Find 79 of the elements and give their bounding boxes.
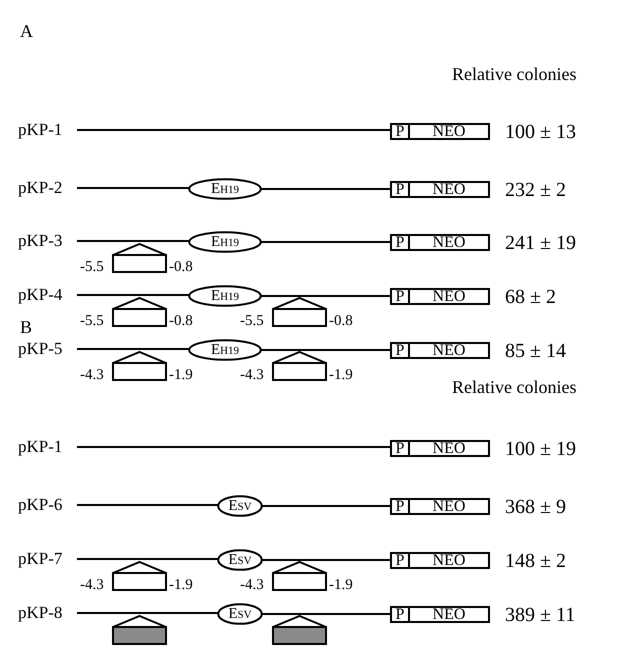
column-heading: Relative colonies	[452, 63, 576, 85]
dna-line	[261, 349, 390, 351]
construct-name: pKP-6	[18, 495, 74, 515]
neo-gene-box: NEO	[408, 234, 490, 251]
value-text: 100 ± 13	[505, 120, 576, 144]
insertion-box	[112, 243, 167, 273]
promoter-box: P	[390, 342, 410, 359]
dna-line	[262, 505, 390, 507]
insertion-box	[272, 615, 327, 645]
promoter-box: P	[390, 181, 410, 198]
promoter-box: P	[390, 234, 410, 251]
construct-name: pKP-5	[18, 339, 74, 359]
construct-name: pKP-7	[18, 549, 74, 569]
dna-line	[77, 504, 218, 506]
construct-name: pKP-1	[18, 437, 74, 457]
neo-gene-box: NEO	[408, 288, 490, 305]
value-text: 368 ± 9	[505, 495, 566, 519]
coordinate-label: -5.5	[80, 259, 104, 275]
dna-line	[77, 129, 390, 131]
neo-gene-box: NEO	[408, 498, 490, 515]
coordinate-label: -4.3	[240, 367, 264, 383]
value-text: 100 ± 19	[505, 437, 576, 461]
dna-line	[77, 558, 218, 560]
neo-gene-box: NEO	[408, 552, 490, 569]
dna-line	[77, 612, 218, 614]
dna-line	[77, 240, 189, 242]
value-text: 232 ± 2	[505, 178, 566, 202]
coordinate-label: -1.9	[329, 577, 353, 593]
neo-gene-box: NEO	[408, 181, 490, 198]
dna-line	[77, 348, 189, 350]
construct-name: pKP-8	[18, 603, 74, 623]
value-text: 241 ± 19	[505, 231, 576, 255]
value-text: 85 ± 14	[505, 339, 566, 363]
dna-line	[77, 446, 390, 448]
promoter-box: P	[390, 552, 410, 569]
construct-name: pKP-4	[18, 285, 74, 305]
value-text: 68 ± 2	[505, 285, 556, 309]
promoter-box: P	[390, 123, 410, 140]
coordinate-label: -4.3	[240, 577, 264, 593]
coordinate-label: -4.3	[80, 367, 104, 383]
insertion-box	[112, 297, 167, 327]
panel-letter: B	[20, 316, 32, 338]
coordinate-label: -1.9	[169, 367, 193, 383]
neo-gene-box: NEO	[408, 123, 490, 140]
insertion-box	[272, 297, 327, 327]
value-text: 148 ± 2	[505, 549, 566, 573]
promoter-box: P	[390, 498, 410, 515]
promoter-box: P	[390, 288, 410, 305]
dna-line	[77, 294, 189, 296]
insertion-box	[112, 561, 167, 591]
neo-gene-box: NEO	[408, 440, 490, 457]
construct-name: pKP-3	[18, 231, 74, 251]
promoter-box: P	[390, 440, 410, 457]
dna-line	[261, 295, 390, 297]
neo-gene-box: NEO	[408, 342, 490, 359]
insertion-box	[112, 351, 167, 381]
insertion-box	[272, 351, 327, 381]
value-text: 389 ± 11	[505, 603, 576, 627]
dna-line	[262, 613, 390, 615]
dna-line	[262, 559, 390, 561]
dna-line	[77, 187, 189, 189]
construct-name: pKP-2	[18, 178, 74, 198]
coordinate-label: -1.9	[169, 577, 193, 593]
coordinate-label: -4.3	[80, 577, 104, 593]
panel-letter: A	[20, 20, 33, 42]
neo-gene-box: NEO	[408, 606, 490, 623]
construct-name: pKP-1	[18, 120, 74, 140]
promoter-box: P	[390, 606, 410, 623]
coordinate-label: -5.5	[80, 313, 104, 329]
column-heading: Relative colonies	[452, 376, 576, 398]
coordinate-label: -0.8	[329, 313, 353, 329]
coordinate-label: -5.5	[240, 313, 264, 329]
coordinate-label: -0.8	[169, 313, 193, 329]
coordinate-label: -1.9	[329, 367, 353, 383]
dna-line	[261, 241, 390, 243]
insertion-box	[112, 615, 167, 645]
dna-line	[261, 188, 390, 190]
insertion-box	[272, 561, 327, 591]
coordinate-label: -0.8	[169, 259, 193, 275]
